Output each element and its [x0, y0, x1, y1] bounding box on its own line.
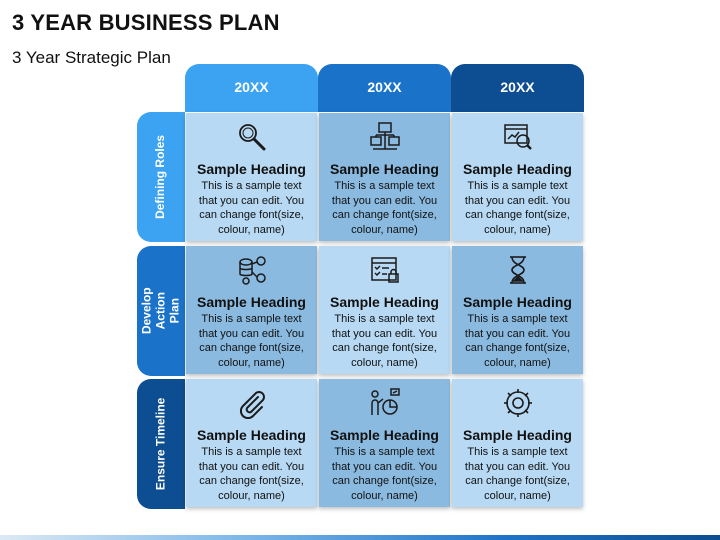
- magnifier-icon: [236, 121, 268, 153]
- row-header-defining-roles: Defining Roles: [137, 112, 185, 242]
- network-computers-icon: [369, 121, 401, 153]
- cell-text: This is a sample text that you can edit.…: [198, 180, 305, 236]
- bottom-accent-bar: [0, 535, 720, 540]
- column-header-3: 20XX: [451, 64, 584, 112]
- cell-heading: Sample Heading: [463, 294, 572, 310]
- row-header-ensure-timeline: Ensure Timeline: [137, 379, 185, 509]
- cell-text: This is a sample text that you can edit.…: [198, 446, 305, 502]
- row-header-label: Ensure Timeline: [153, 397, 168, 491]
- cell-heading: Sample Heading: [330, 161, 439, 177]
- page-subtitle: 3 Year Strategic Plan: [12, 48, 171, 67]
- grid-cell-r3-c3: Sample Heading This is a sample text tha…: [452, 379, 583, 507]
- grid-cell-r1-c3: Sample Heading This is a sample text tha…: [452, 113, 583, 241]
- grid-cell-r2-c2: Sample Heading This is a sample text tha…: [319, 246, 450, 374]
- cell-heading: Sample Heading: [197, 427, 306, 443]
- cell-text: This is a sample text that you can edit.…: [331, 180, 438, 236]
- secure-checklist-icon: [369, 254, 401, 286]
- cell-text: This is a sample text that you can edit.…: [464, 313, 571, 369]
- cell-text: This is a sample text that you can edit.…: [464, 446, 571, 502]
- cell-text: This is a sample text that you can edit.…: [464, 180, 571, 236]
- grid-cell-r1-c2: Sample Heading This is a sample text tha…: [319, 113, 450, 241]
- settings-gear-icon: [502, 387, 534, 419]
- analytics-screen-icon: [502, 121, 534, 153]
- paperclip-icon: [236, 387, 268, 420]
- cell-text: This is a sample text that you can edit.…: [198, 313, 305, 369]
- grid-cell-r3-c2: Sample Heading This is a sample text tha…: [319, 379, 450, 507]
- row-header-label: Develop Action Plan: [139, 287, 181, 335]
- grid-cell-r2-c1: Sample Heading This is a sample text tha…: [186, 246, 317, 374]
- cell-heading: Sample Heading: [330, 294, 439, 310]
- database-network-icon: [236, 254, 268, 286]
- column-header-1: 20XX: [185, 64, 318, 112]
- cell-heading: Sample Heading: [197, 294, 306, 310]
- column-header-2: 20XX: [318, 64, 451, 112]
- presenter-chart-icon: [369, 387, 401, 419]
- cell-text: This is a sample text that you can edit.…: [331, 313, 438, 369]
- cell-text: This is a sample text that you can edit.…: [331, 446, 438, 502]
- grid-cell-r3-c1: Sample Heading This is a sample text tha…: [186, 379, 317, 507]
- row-header-develop-action-plan: Develop Action Plan: [137, 246, 185, 376]
- cell-heading: Sample Heading: [463, 427, 572, 443]
- grid-cell-r1-c1: Sample Heading This is a sample text tha…: [186, 113, 317, 241]
- cell-heading: Sample Heading: [463, 161, 572, 177]
- grid-cell-r2-c3: Sample Heading This is a sample text tha…: [452, 246, 583, 374]
- row-header-label: Defining Roles: [153, 134, 168, 219]
- page-title: 3 YEAR BUSINESS PLAN: [12, 10, 280, 35]
- cell-heading: Sample Heading: [197, 161, 306, 177]
- hourglass-icon: [502, 254, 534, 286]
- cell-heading: Sample Heading: [330, 427, 439, 443]
